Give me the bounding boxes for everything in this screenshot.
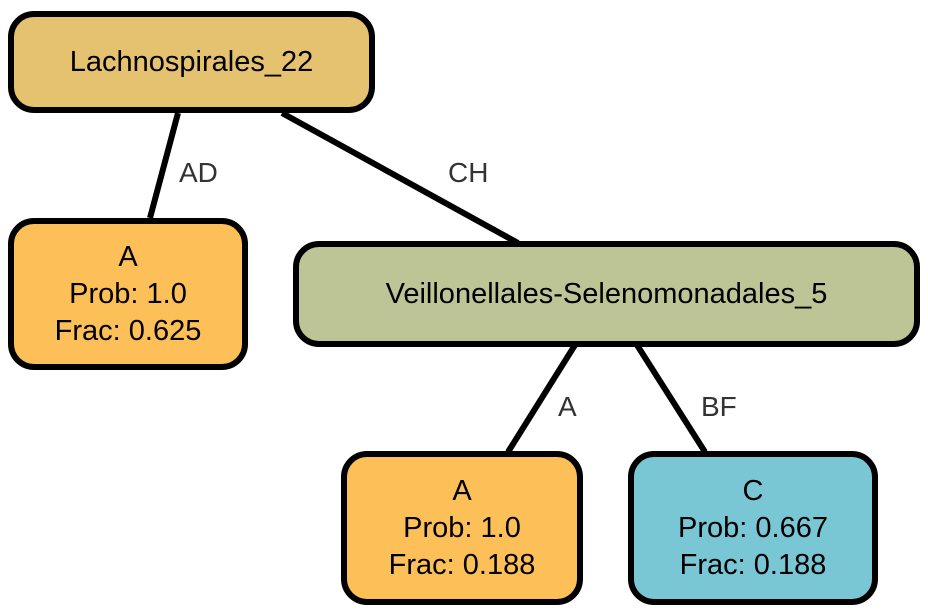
node-leaf-a-1: A Prob: 1.0 Frac: 0.625 [8, 218, 248, 370]
node-prob: Prob: 1.0 [69, 277, 187, 310]
node-leaf-a-2: A Prob: 1.0 Frac: 0.188 [341, 451, 583, 605]
node-veillonellales: Veillonellales-Selenomonadales_5 [293, 241, 920, 347]
edge-label-ad: AD [179, 157, 218, 188]
edge-label-ch: CH [448, 157, 489, 188]
node-title: Lachnospirales_22 [69, 45, 314, 78]
edge-veillonellales-leaf3 [634, 343, 708, 454]
edge-label-bf: BF [701, 391, 737, 422]
node-leaf-c: C Prob: 0.667 Frac: 0.188 [628, 451, 878, 605]
node-frac: Frac: 0.188 [679, 548, 827, 581]
node-root: Lachnospirales_22 [8, 11, 375, 113]
node-prob: Prob: 0.667 [678, 511, 828, 544]
node-class: C [742, 474, 764, 507]
node-frac: Frac: 0.188 [388, 548, 536, 581]
edge-root-leaf1 [147, 112, 181, 219]
node-class: A [452, 474, 472, 507]
edge-label-a: A [558, 391, 577, 422]
node-title: Veillonellales-Selenomonadales_5 [385, 277, 828, 310]
edge-root-veillonellales [280, 110, 520, 246]
node-class: A [118, 240, 138, 273]
node-prob: Prob: 1.0 [403, 511, 521, 544]
edge-veillonellales-leaf2 [505, 343, 578, 454]
node-frac: Frac: 0.625 [54, 314, 202, 347]
